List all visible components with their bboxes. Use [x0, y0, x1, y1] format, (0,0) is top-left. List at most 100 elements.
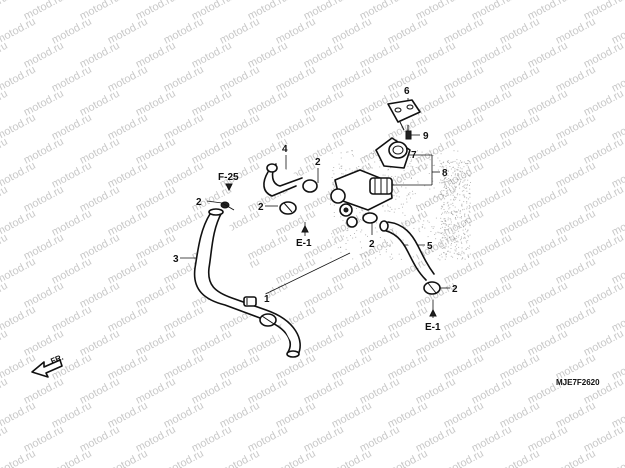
speckle-dot	[410, 160, 412, 162]
speckle-dot	[401, 186, 403, 188]
speckle-dot	[440, 217, 442, 219]
speckle-dot	[469, 211, 471, 213]
speckle-dot	[405, 220, 407, 222]
watermark-text: motod.ru	[0, 136, 10, 167]
speckle-dot	[387, 242, 388, 244]
speckle-dot	[454, 198, 456, 200]
speckle-dot	[434, 195, 436, 197]
speckle-dot	[444, 247, 446, 249]
speckle-dot	[461, 250, 463, 252]
speckle-dot	[464, 216, 466, 218]
watermark-text: motod.ru	[0, 160, 38, 191]
speckle-dot	[440, 227, 442, 229]
speckle-dot	[454, 249, 456, 251]
speckle-dot	[427, 220, 429, 222]
ref-f25: F-25	[218, 172, 239, 183]
speckle-dot	[455, 173, 456, 175]
speckle-dot	[447, 174, 449, 176]
speckle-dot	[444, 211, 446, 212]
speckle-dot	[442, 234, 444, 236]
speckle-dot	[466, 231, 468, 233]
speckle-dot	[452, 238, 454, 240]
speckle-dot	[448, 160, 450, 162]
speckle-dot	[412, 256, 414, 258]
speckle-dot	[445, 187, 447, 189]
speckle-dot	[379, 237, 381, 238]
speckle-dot	[350, 235, 351, 236]
speckle-dot	[444, 177, 446, 179]
speckle-dot	[334, 241, 336, 243]
speckle-dot	[342, 230, 344, 232]
speckle-dot	[439, 259, 441, 261]
speckle-dot	[452, 202, 454, 204]
speckle-dot	[331, 233, 333, 235]
speckle-dot	[458, 246, 460, 248]
speckle-dot	[444, 258, 446, 260]
speckle-dot	[385, 249, 387, 251]
speckle-dot	[444, 175, 446, 176]
speckle-dot	[457, 258, 458, 260]
speckle-dot	[440, 179, 442, 181]
speckle-dot	[365, 258, 367, 260]
hose-part-5	[379, 220, 435, 281]
speckle-dot	[395, 198, 397, 200]
ref-e1-lower: E-1	[425, 322, 441, 333]
speckle-dot	[446, 210, 448, 212]
speckle-dot	[409, 163, 411, 165]
speckle-dot	[447, 250, 449, 252]
speckle-dot	[419, 231, 421, 233]
speckle-dot	[410, 156, 411, 158]
speckle-dot	[463, 226, 464, 228]
speckle-dot	[450, 179, 451, 181]
speckle-dot	[374, 161, 376, 163]
speckle-dot	[443, 182, 445, 183]
speckle-dot	[463, 187, 465, 189]
watermark-text: motod.ru	[0, 88, 10, 119]
speckle-dot	[470, 182, 471, 183]
speckle-dot	[431, 226, 433, 228]
speckle-dot	[417, 150, 418, 152]
speckle-dot	[469, 196, 471, 198]
speckle-dot	[455, 217, 456, 218]
speckle-dot	[461, 216, 462, 217]
speckle-dot	[464, 179, 466, 181]
speckle-dot	[456, 168, 458, 170]
speckle-dot	[467, 230, 469, 232]
speckle-dot	[445, 224, 447, 226]
speckle-dot	[429, 188, 431, 190]
speckle-dot	[394, 175, 396, 177]
speckle-dot	[425, 167, 427, 169]
watermark-text: motod.ru	[0, 16, 38, 47]
speckle-dot	[384, 210, 386, 212]
speckle-dot	[469, 234, 471, 236]
speckle-dot	[398, 196, 400, 198]
speckle-dot	[434, 234, 436, 235]
watermark-text: motod.ru	[274, 448, 318, 468]
speckle-dot	[445, 245, 447, 247]
speckle-dot	[413, 227, 415, 229]
speckle-dot	[450, 199, 452, 201]
speckle-dot	[467, 160, 469, 162]
speckle-dot	[441, 256, 443, 258]
speckle-dot	[412, 190, 413, 192]
speckle-dot	[442, 236, 444, 238]
air-suction-valve	[330, 169, 393, 228]
speckle-dot	[457, 169, 459, 171]
speckle-dot	[444, 181, 446, 183]
speckle-dot	[441, 213, 442, 215]
speckle-dot	[450, 248, 452, 249]
speckle-dot	[451, 211, 453, 213]
speckle-dot	[341, 173, 343, 175]
speckle-dot	[341, 259, 343, 260]
speckle-dot	[410, 177, 412, 179]
speckle-dot	[457, 236, 459, 238]
speckle-dot	[369, 249, 371, 251]
speckle-dot	[442, 162, 444, 164]
speckle-dot	[462, 194, 464, 196]
speckle-dot	[347, 151, 349, 153]
speckle-dot	[443, 247, 444, 249]
speckle-dot	[464, 213, 466, 215]
speckle-dot	[447, 246, 449, 248]
speckle-dot	[359, 219, 361, 221]
speckle-dot	[330, 199, 331, 201]
